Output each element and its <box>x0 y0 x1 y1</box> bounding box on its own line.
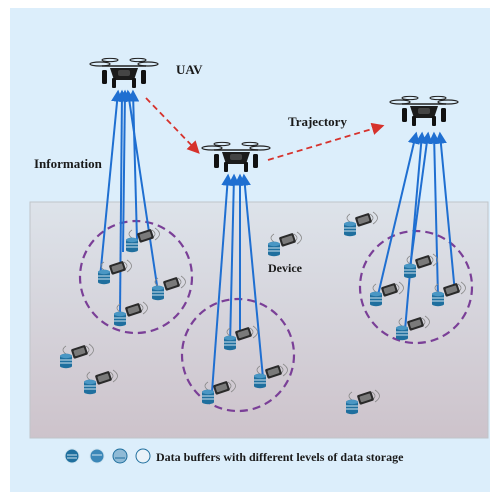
data-buffer-icon <box>112 448 128 464</box>
device-label: Device <box>268 261 303 275</box>
information-label: Information <box>34 156 103 171</box>
data-buffer-icon <box>89 448 105 464</box>
trajectory-arrow-1 <box>145 97 200 154</box>
uav-label: UAV <box>176 62 203 77</box>
cluster-circle-right <box>358 229 474 345</box>
links-right-uav <box>377 131 456 331</box>
cluster-circle-middle <box>180 297 296 413</box>
legend: Data buffers with different levels of da… <box>64 448 404 464</box>
links-left-uav <box>99 89 159 316</box>
trajectory-label: Trajectory <box>288 114 347 129</box>
links-middle-uav <box>211 173 264 393</box>
data-buffer-icon <box>64 448 80 464</box>
legend-label: Data buffers with different levels of da… <box>156 450 404 464</box>
data-buffer-icon <box>135 448 151 464</box>
